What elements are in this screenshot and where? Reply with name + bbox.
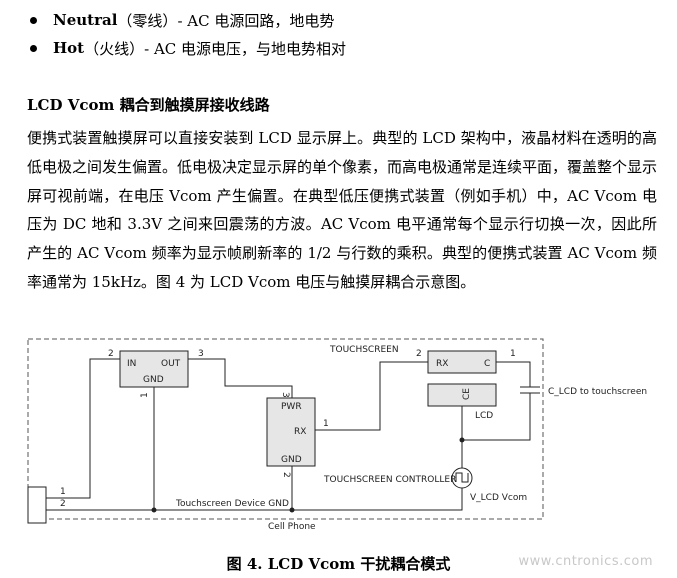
square-wave-icon (455, 472, 469, 483)
panel-pin-c: 1 (510, 349, 516, 359)
bullet-desc: - AC 电源电压，与地电势相对 (144, 39, 347, 58)
panel-c-label: C (484, 359, 490, 369)
reg-in-label: IN (127, 359, 136, 369)
reg-gnd-label: GND (143, 375, 164, 385)
section-paragraph: 便携式装置触摸屏可以直接安装到 LCD 显示屏上。典型的 LCD 架构中，液晶材… (27, 129, 658, 291)
bullet-term: Neutral (53, 11, 118, 29)
conn-pin2: 2 (60, 499, 66, 509)
wire-vout (188, 358, 293, 398)
bullet-note: （火线） (84, 39, 145, 58)
reg-pin-in: 2 (108, 349, 114, 359)
wire-vin (46, 358, 120, 499)
bullet-desc: - AC 电源回路，地电势 (177, 11, 335, 30)
ctrl-pin-pwr: 3 (280, 392, 290, 398)
reg-pin-out: 3 (198, 349, 204, 359)
bullet-item-hot: Hot （火线） - AC 电源电压，与地电势相对 (30, 34, 346, 62)
watermark: www.cntronics.com (518, 554, 653, 569)
ctrl-pin-rx: 1 (323, 419, 329, 429)
lcd-ce-label: CE (462, 388, 472, 400)
ground-label: Touchscreen Device GND (175, 499, 289, 509)
section-heading: LCD Vcom 耦合到触摸屏接收线路 (27, 96, 270, 114)
junction-dot (459, 437, 465, 443)
wire-cap-down (462, 393, 531, 441)
bullet-note: （零线） (117, 11, 178, 30)
wire-src-gnd (46, 488, 463, 511)
panel-pin-rx: 2 (416, 349, 422, 359)
connector-box (27, 486, 47, 524)
wire-c (496, 361, 531, 387)
capacitor-label: C_LCD to touchscreen (548, 387, 647, 397)
bullet-dot-icon (30, 16, 37, 24)
wire-rx (315, 361, 428, 431)
bullet-term: Hot (53, 39, 85, 57)
circuit-diagram: TOUCHSCREEN IN OUT GND 2 3 1 PWR RX GND … (27, 338, 647, 532)
lcd-name-label: LCD (475, 411, 493, 421)
ctrl-gnd-label: GND (281, 455, 302, 465)
reg-out-label: OUT (161, 359, 181, 369)
ctrl-rx-label: RX (294, 427, 306, 437)
junction-dot (289, 507, 295, 513)
panel-rx-label: RX (436, 359, 448, 369)
figure-caption: 图 4. LCD Vcom 干扰耦合模式 (226, 555, 451, 573)
touchscreen-label: TOUCHSCREEN (329, 345, 399, 355)
bullet-dot-icon (30, 44, 37, 52)
junction-dot (151, 507, 157, 513)
cell-phone-label: Cell Phone (268, 522, 316, 532)
ctrl-pin-gnd: 2 (281, 472, 291, 478)
ctrl-pwr-label: PWR (281, 402, 302, 412)
source-label: V_LCD Vcom (470, 493, 527, 503)
bullet-item-neutral: Neutral （零线） - AC 电源回路，地电势 (30, 6, 346, 34)
bullet-list: Neutral （零线） - AC 电源回路，地电势 Hot （火线） - AC… (30, 6, 346, 62)
cell-phone-boundary (27, 338, 544, 520)
controller-box (266, 397, 316, 467)
reg-pin-gnd: 1 (140, 392, 150, 398)
conn-pin1: 1 (60, 487, 66, 497)
ctrl-name-label: TOUCHSCREEN CONTROLLER (323, 475, 456, 485)
